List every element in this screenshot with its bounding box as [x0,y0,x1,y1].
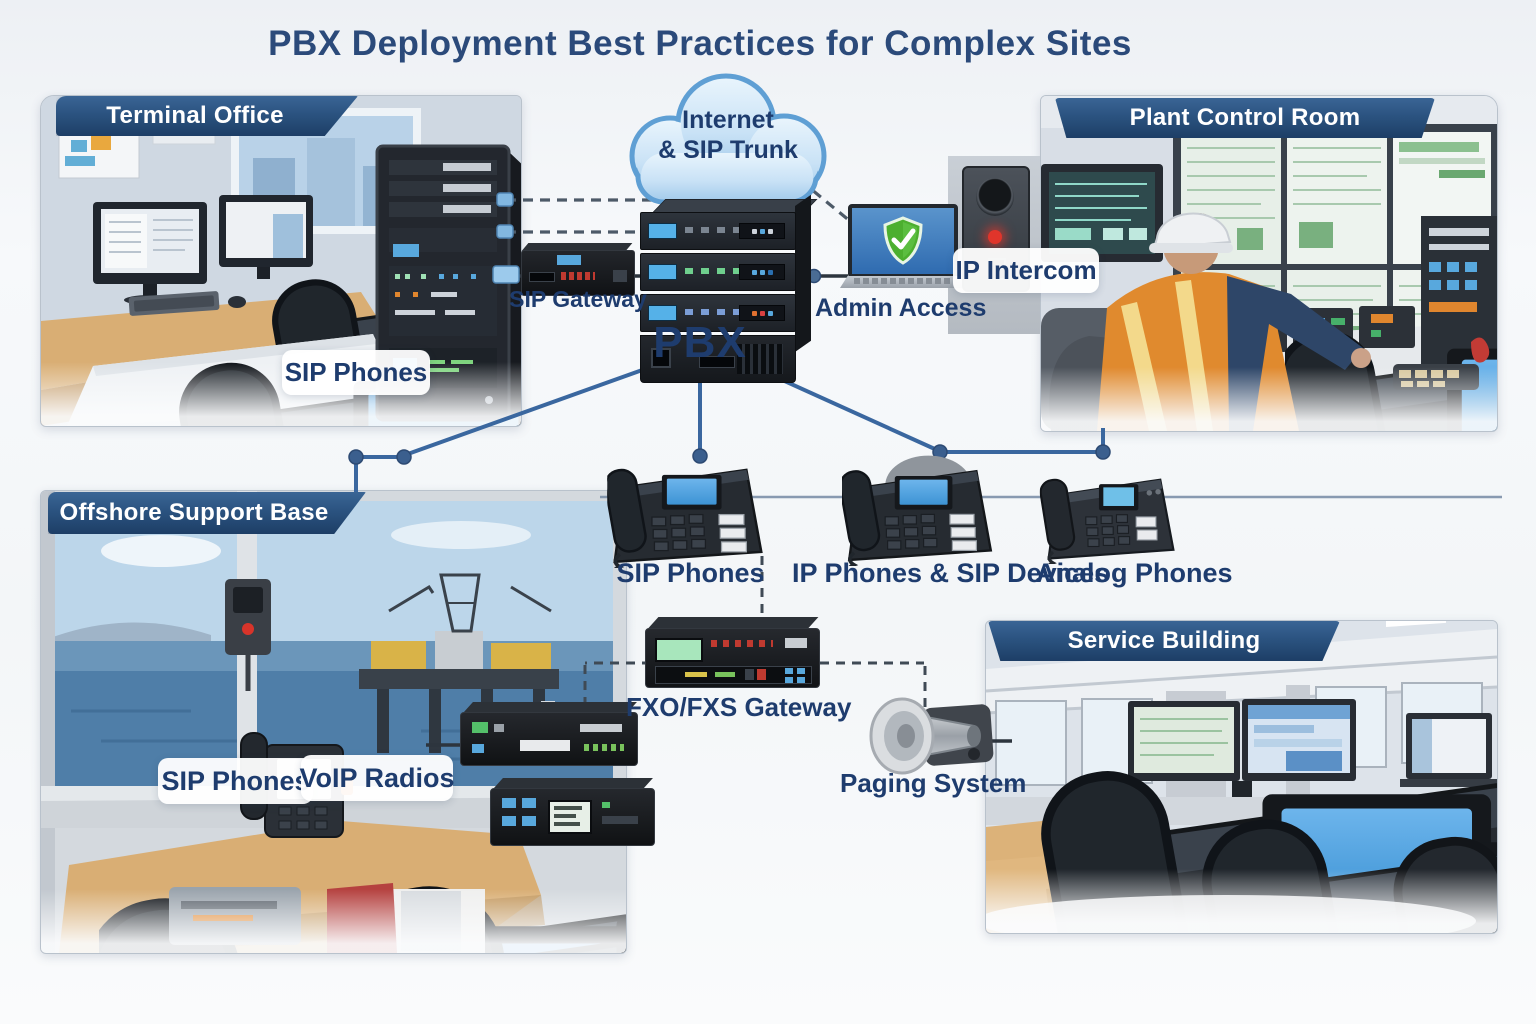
center-sip-phones-label: SIP Phones [616,558,765,588]
banner-plant-control-room-text: Plant Control Room [1129,104,1361,131]
pbx-side-face [795,194,811,352]
cloud-label: Internet & SIP Trunk [648,102,808,168]
banner-terminal-office: Terminal Office [56,96,358,136]
cloud-label-line1: Internet [682,106,774,134]
cloud-label-line2: & SIP Trunk [658,136,798,164]
service-building-scene [986,621,1497,933]
offshore-voip-radios-label: VoIP Radios [299,755,455,801]
pbx-unit-3 [640,294,796,332]
terminal-sip-phones-label: SIP Phones [282,350,430,395]
banner-service-building-text: Service Building [1067,627,1261,654]
terminal-office-scene [41,96,521,426]
fxo-fxs-gateway-label: FXO/FXS Gateway [626,692,852,722]
banner-offshore-support-base-text: Offshore Support Base [59,499,329,526]
paging-system-label: Paging System [840,768,1027,798]
shield-check-icon [883,216,923,265]
admin-access-label: Admin Access [815,294,987,322]
center-sip-phone [604,450,772,568]
banner-service-building: Service Building [988,621,1340,661]
center-ip-phone [836,455,1004,566]
pbx-label: PBX [653,318,747,367]
offshore-gateway-1 [460,702,638,766]
sip-gateway-label: SIP Gateway [509,286,647,312]
center-analog-phone [1036,460,1186,564]
megaphone-icon [869,697,994,775]
pbx-unit-1 [640,212,796,250]
ip-intercom-label: IP Intercom [953,248,1099,293]
banner-plant-control-room: Plant Control Room [1055,98,1435,138]
center-ip-phones-label: IP Phones & SIP Devices [792,558,1110,588]
center-analog-phones-label: Analog Phones [1036,558,1233,588]
pbx-server [640,194,818,383]
pbx-unit-2 [640,253,796,291]
banner-terminal-office-text: Terminal Office [106,102,284,129]
banner-offshore-support-base: Offshore Support Base [48,492,366,534]
fxo-fxs-gateway-device [645,617,820,688]
offshore-gateway-2 [490,778,655,846]
page-title: PBX Deployment Best Practices for Comple… [268,24,1132,63]
panel-plant-control-room [1040,95,1498,432]
plant-control-room-scene [1041,96,1497,431]
offshore-sip-phones-label: SIP Phones [158,758,313,804]
panel-service-building [985,620,1498,934]
admin-access-laptop [840,204,966,296]
cloud-icon [629,73,827,205]
panel-terminal-office [40,95,522,427]
